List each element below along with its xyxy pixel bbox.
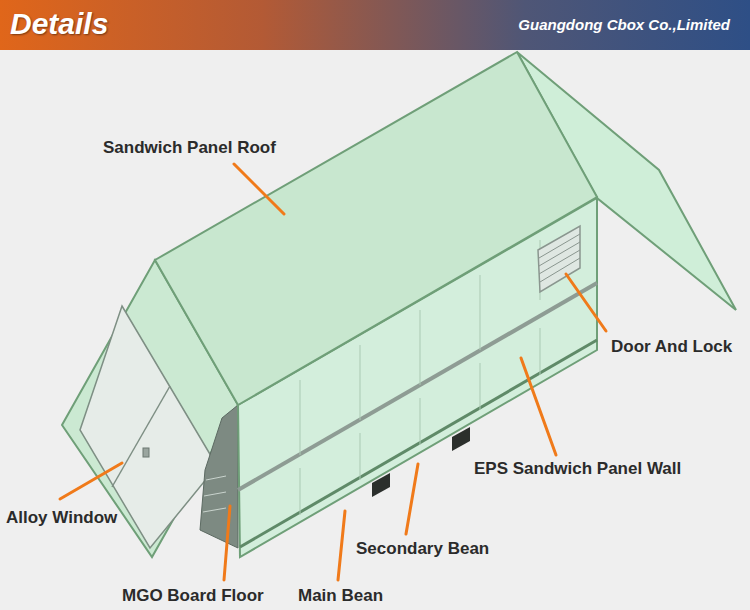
fork-pocket xyxy=(372,473,390,497)
lock-symbol xyxy=(143,448,149,457)
interior xyxy=(200,405,238,548)
fork-pocket xyxy=(452,427,470,451)
floor-line xyxy=(203,508,226,512)
floor-line xyxy=(204,492,226,496)
vent-slats xyxy=(539,234,580,282)
part-label: Door And Lock xyxy=(611,337,732,357)
company-name: Guangdong Cbox Co.,Limited xyxy=(518,16,730,34)
vent-grille xyxy=(538,226,580,292)
roof xyxy=(155,52,597,405)
floor-line xyxy=(206,476,226,480)
part-label: Alloy Window xyxy=(6,508,117,528)
part-label: Main Bean xyxy=(298,586,383,606)
part-label: MGO Board Floor xyxy=(122,586,264,606)
part-label: Secondary Bean xyxy=(356,539,489,559)
page-title: Details xyxy=(10,7,108,41)
leader-lines xyxy=(60,164,606,580)
part-label: Sandwich Panel Roof xyxy=(103,138,276,158)
part-label: EPS Sandwich Panel Wall xyxy=(474,459,681,479)
header-bar xyxy=(0,0,750,50)
window-divider xyxy=(112,386,170,487)
